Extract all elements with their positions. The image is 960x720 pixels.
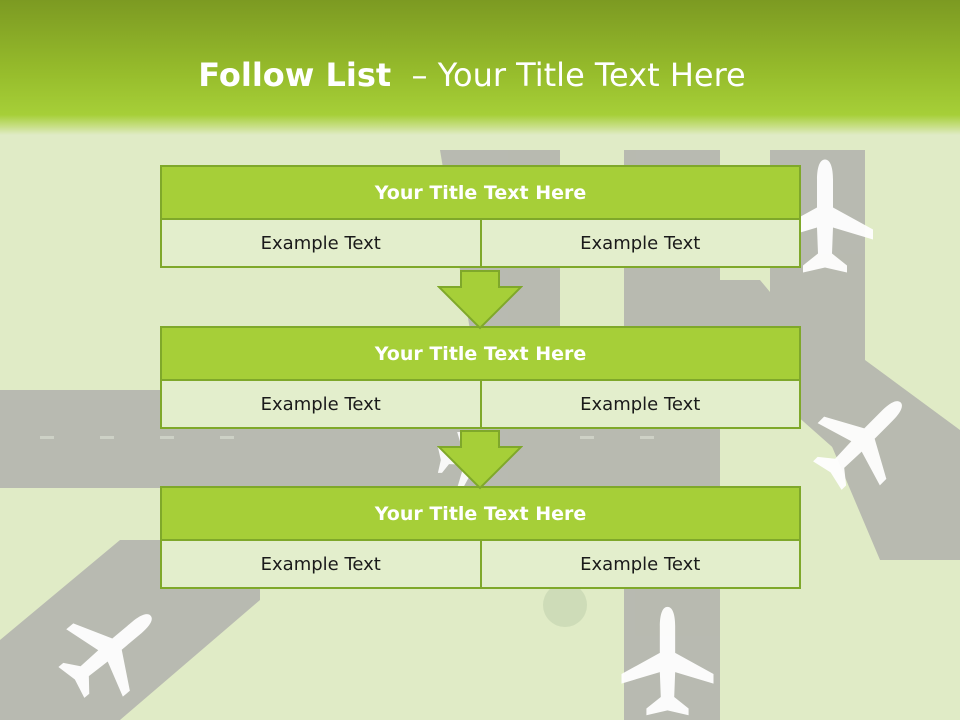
block-row: Example Text Example Text (160, 218, 801, 268)
list-block: Your Title Text Here Example Text Exampl… (160, 165, 801, 268)
slide-title-bold: Follow List (198, 56, 392, 94)
block-row: Example Text Example Text (160, 379, 801, 429)
slide-header (0, 0, 960, 135)
block-title[interactable]: Your Title Text Here (160, 165, 801, 220)
arrow-down-icon (437, 430, 523, 490)
block-title[interactable]: Your Title Text Here (160, 486, 801, 541)
block-cell[interactable]: Example Text (160, 379, 482, 429)
block-cell[interactable]: Example Text (479, 379, 801, 429)
slide-title-rest: – Your Title Text Here (411, 56, 746, 94)
arrow-down-icon (437, 270, 523, 330)
list-block: Your Title Text Here Example Text Exampl… (160, 326, 801, 429)
slide-title: Follow List – Your Title Text Here (0, 55, 944, 95)
block-title[interactable]: Your Title Text Here (160, 326, 801, 381)
block-cell[interactable]: Example Text (479, 539, 801, 589)
block-cell[interactable]: Example Text (160, 539, 482, 589)
block-cell[interactable]: Example Text (479, 218, 801, 268)
block-row: Example Text Example Text (160, 539, 801, 589)
list-block: Your Title Text Here Example Text Exampl… (160, 486, 801, 589)
block-cell[interactable]: Example Text (160, 218, 482, 268)
